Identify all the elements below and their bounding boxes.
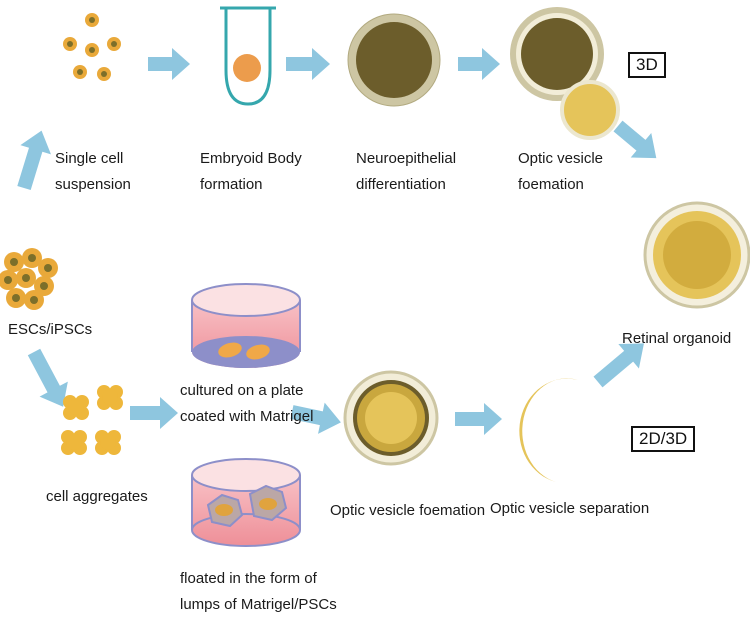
tag-3d: 3D	[628, 52, 666, 78]
tag-2d-3d: 2D/3D	[631, 426, 696, 452]
escs-colony-icon	[0, 248, 58, 310]
label-embryoid-formation: formation	[200, 176, 263, 193]
label-differentiation: differentiation	[356, 176, 446, 193]
retinal-organoid-icon	[643, 201, 750, 309]
label-single-cell: Single cell	[55, 150, 124, 167]
culture-dish-plate-icon	[191, 283, 301, 368]
culture-dish-floating-icon	[191, 458, 301, 547]
embryoid-tube-icon	[220, 6, 276, 106]
optic-vesicle-top-icon	[510, 7, 620, 140]
arrow-single-to-embryoid	[148, 48, 190, 80]
label-optic-vesicle-foemation-bottom: Optic vesicle foemation	[330, 502, 486, 519]
arrow-neuro-to-optic	[458, 48, 500, 80]
arrow-escs-to-aggregates	[27, 348, 68, 407]
label-neuroepithelial: Neuroepithelial	[356, 150, 457, 167]
label-retinal-organoid: Retinal organoid	[622, 330, 732, 347]
label-optic-vesicle-separation: Optic vesicle separation	[490, 500, 650, 517]
single-cells-icon	[63, 13, 121, 81]
arrow-aggregates-to-plates	[130, 397, 178, 429]
arrow-embryoid-to-neuro	[286, 48, 330, 80]
label-cultured-plate: cultured on a plate	[180, 382, 304, 399]
label-escs-ipscs: ESCs/iPSCs	[8, 321, 93, 338]
cell-aggregates-icon	[61, 385, 123, 455]
label-cell-aggregates: cell aggregates	[46, 488, 148, 505]
label-floated-form: floated in the form of	[180, 570, 317, 587]
optic-vesicle-bottom-icon	[343, 370, 439, 466]
label-embryoid-body: Embryoid Body	[200, 150, 302, 167]
arrow-optic-to-retinal	[613, 120, 657, 159]
label-optic-vesicle-top: Optic vesicle	[518, 150, 604, 167]
optic-vesicle-crescent-icon	[519, 378, 578, 482]
label-lumps-matrigel: lumps of Matrigel/PSCs	[180, 596, 337, 613]
arrow-separation-to-retinal	[593, 343, 644, 388]
arrow-escs-to-single-cell	[17, 130, 51, 191]
label-suspension: suspension	[55, 176, 131, 193]
arrow-plates-to-optic	[290, 402, 341, 434]
label-optic-foemation-top: foemation	[518, 176, 584, 193]
arrow-optic-to-separation	[455, 403, 502, 435]
label-coated-matrigel: coated with Matrigel	[180, 408, 314, 425]
neuroepithelial-sphere-icon	[347, 13, 441, 107]
